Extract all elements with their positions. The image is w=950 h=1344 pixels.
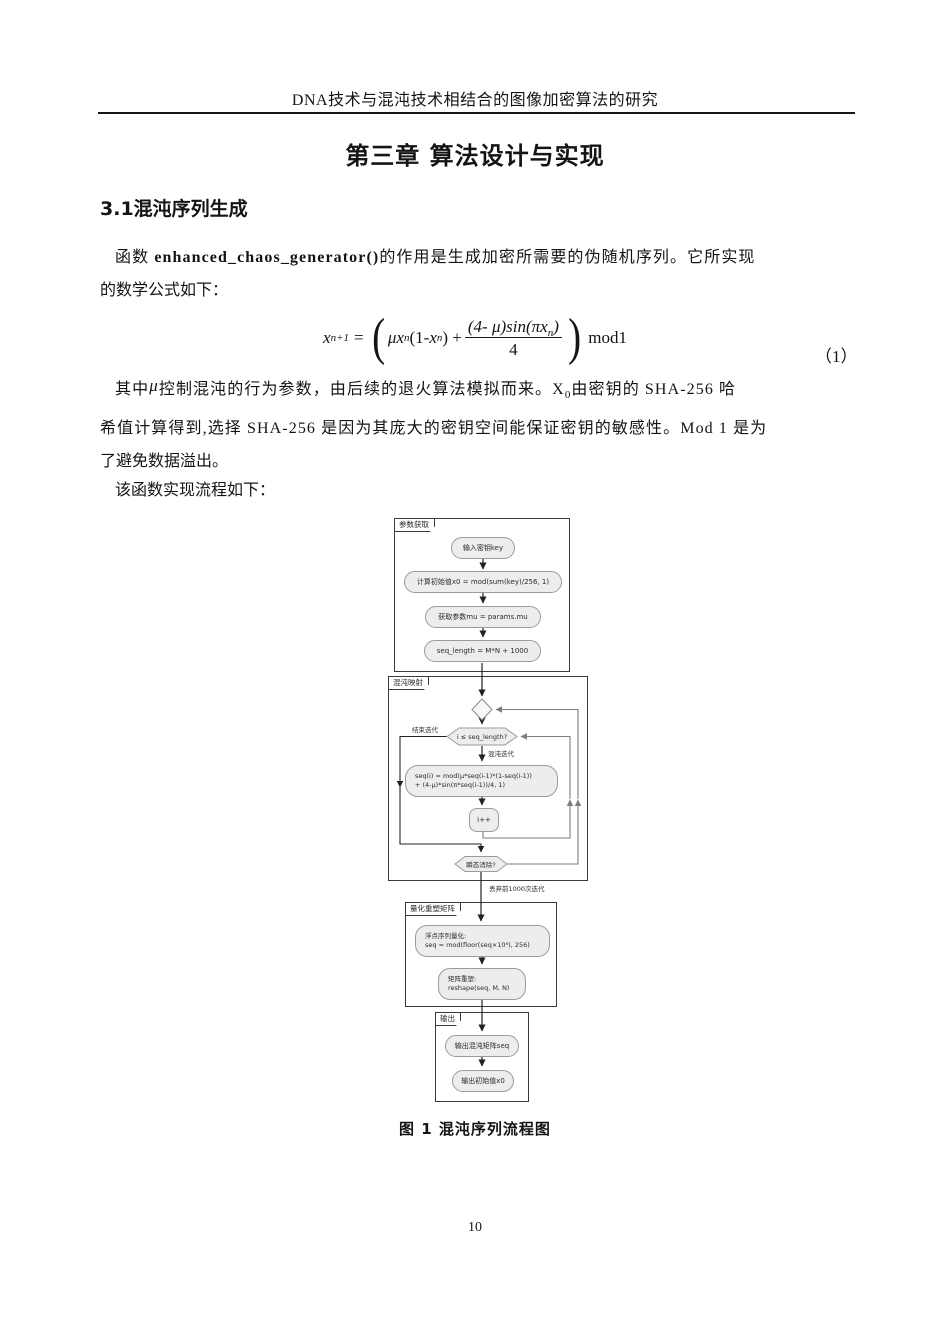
node-quantize-line-1: 浮点序列量化: xyxy=(425,932,467,940)
edge-label-discard: 丢弃前1000次迭代 xyxy=(489,885,545,893)
node-reshape-line-1: 矩阵重塑: xyxy=(448,975,477,983)
node-reshape: 矩阵重塑: reshape(seq, M, N) xyxy=(438,968,526,1000)
section-title: 3.1混沌序列生成 xyxy=(100,198,248,220)
eq-fraction: (4- μ)sin(πxn) 4 xyxy=(464,316,562,360)
node-quantize-line-2: seq = mod(floor(seq×10⁸), 256) xyxy=(425,941,530,949)
eq-term2-subscript: n xyxy=(436,332,443,344)
group-label-output: 输出 xyxy=(435,1012,461,1026)
eq-term2-open: (1- xyxy=(409,328,430,347)
node-seq-update-line-2: + (4-μ)*sin(π*seq(i-1))/4, 1) xyxy=(415,781,505,789)
p1-text-pre: 函数 xyxy=(115,249,155,266)
eq-term1-subscript: n xyxy=(404,332,410,344)
loop-condition-label: i ≤ seq_length? xyxy=(456,732,508,741)
node-seq-update-line-1: seq(i) = mod(μ*seq(i-1)*(1-seq(i-1)) xyxy=(415,772,532,780)
eq-lhs: x xyxy=(323,328,331,347)
transient-condition-label: 瞬态消除? xyxy=(466,861,496,869)
eq-num-text: (4- μ)sin(πx xyxy=(467,316,548,336)
paragraph-3-line-1: 该函数实现流程如下： xyxy=(115,482,276,499)
node-get-mu: 获取参数mu = params.mu xyxy=(425,606,541,628)
edge-label-chaos-iteration: 混沌迭代 xyxy=(488,750,514,758)
paragraph-1-line-2: 的数学公式如下： xyxy=(100,282,229,299)
paragraph-3: 该函数实现流程如下： xyxy=(100,474,860,507)
header-rule xyxy=(98,112,855,114)
equation-number: （1） xyxy=(815,347,858,366)
group-label-chaos-map: 混沌映射 xyxy=(388,676,429,690)
p1-function-name: enhanced_chaos_generator() xyxy=(154,249,380,266)
eq-equals: = xyxy=(354,328,364,347)
group-label-params: 参数获取 xyxy=(394,518,435,532)
node-seq-update: seq(i) = mod(μ*seq(i-1)*(1-seq(i-1)) + (… xyxy=(405,765,558,797)
p2-text-a: 其中 xyxy=(115,381,150,398)
figure-caption: 图 1 混沌序列流程图 xyxy=(399,1120,551,1138)
node-reshape-line-2: reshape(seq, M, N) xyxy=(448,984,510,992)
eq-term1: μx xyxy=(387,328,405,347)
paragraph-2-line-3: 了避免数据溢出。 xyxy=(100,453,229,471)
eq-fraction-numerator: (4- μ)sin(πxn) xyxy=(464,316,562,339)
eq-num-close: ) xyxy=(553,316,559,336)
eq-mod: mod1 xyxy=(588,328,627,347)
page-number: 10 xyxy=(468,1220,482,1235)
paragraph-1: 函数 enhanced_chaos_generator()的作用是生成加密所需要… xyxy=(100,241,860,307)
eq-num-subscript: n xyxy=(547,326,554,339)
node-quantize: 浮点序列量化: seq = mod(floor(seq×10⁸), 256) xyxy=(415,925,550,957)
node-output-seq: 输出混沌矩阵seq xyxy=(445,1035,519,1057)
node-increment: i++ xyxy=(469,808,499,832)
node-seq-length: seq_length = M*N + 1000 xyxy=(424,640,541,662)
eq-term2-close: ) + xyxy=(442,328,462,347)
page-header: DNA技术与混沌技术相结合的图像加密算法的研究 xyxy=(291,92,659,109)
eq-fraction-denominator: 4 xyxy=(509,339,518,359)
node-output-x0: 输出初始值x0 xyxy=(452,1070,514,1092)
chapter-title: 第三章 算法设计与实现 xyxy=(345,142,605,170)
p1-text-post: 的作用是生成加密所需要的伪随机序列。它所实现 xyxy=(379,249,756,266)
group-label-quantize: 量化重塑矩阵 xyxy=(405,902,461,916)
eq-lhs-subscript: n+1 xyxy=(330,332,349,344)
paragraph-2-line-2: 希值计算得到,选择 SHA-256 是因为其庞大的密钥空间能保证密钥的敏感性。M… xyxy=(100,420,768,438)
mu-symbol: μ xyxy=(149,376,159,395)
node-input-key: 输入密钥key xyxy=(451,537,515,559)
edge-label-end-iteration: 结束迭代 xyxy=(412,726,438,734)
paragraph-2: 其中μ控制混沌的行为参数，由后续的退火算法模拟而来。X0由密钥的 SHA-256… xyxy=(100,369,860,478)
x0-subscript: 0 xyxy=(564,389,572,402)
paragraph-1-line-1: 函数 enhanced_chaos_generator()的作用是生成加密所需要… xyxy=(100,241,860,274)
eq-term2-x: x xyxy=(429,328,437,347)
p2-text-c: 由密钥的 SHA-256 哈 xyxy=(571,381,737,398)
paragraph-2-line-1: 其中μ控制混沌的行为参数，由后续的退火算法模拟而来。X0由密钥的 SHA-256… xyxy=(100,369,860,412)
node-init-x0: 计算初始值x0 = mod(sum(key)/256, 1) xyxy=(404,571,562,593)
flowchart-group-chaos-map xyxy=(388,676,588,881)
p2-text-b: 控制混沌的行为参数，由后续的退火算法模拟而来。X xyxy=(158,381,565,398)
